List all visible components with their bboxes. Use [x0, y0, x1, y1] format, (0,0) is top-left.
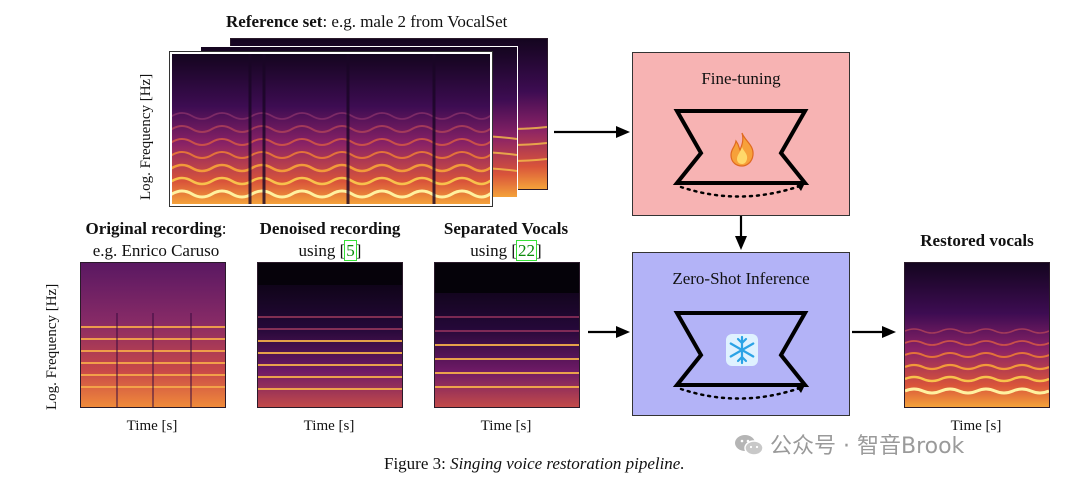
arrow-finetuning-to-inference [735, 216, 747, 250]
restored-spectrogram [904, 262, 1050, 408]
reference-set-title-rest: : e.g. male 2 from VocalSet [322, 12, 508, 31]
finetuning-model-shape [672, 109, 810, 198]
fire-icon [730, 132, 754, 167]
reference-set-title: Reference set: e.g. male 2 from VocalSet [226, 12, 507, 32]
restored-title: Restored vocals [920, 231, 1034, 250]
separated-using: using [ [470, 241, 518, 260]
denoised-spectrogram-image [258, 263, 402, 407]
original-title-colon: : [221, 219, 227, 238]
figure-caption: Figure 3: Singing voice restoration pipe… [384, 454, 685, 474]
reference-set-title-bold: Reference set [226, 12, 323, 31]
denoised-close-bracket: ] [355, 241, 362, 260]
figure-caption-text: Singing voice restoration pipeline. [450, 454, 685, 473]
reference-spectrogram-front [169, 51, 493, 207]
denoised-xlabel: Time [s] [303, 418, 355, 434]
separated-citation-link[interactable]: 22 [516, 240, 538, 261]
wechat-icon [734, 433, 764, 457]
original-spectrogram [80, 262, 226, 408]
reference-spectrogram-front-image [172, 54, 490, 204]
denoised-spectrogram [257, 262, 403, 408]
original-recording-caption: Original recording: e.g. Enrico Caruso [66, 218, 246, 262]
inference-model-shape [672, 311, 810, 400]
separated-vocals-caption: Separated Vocals using [22] [424, 218, 588, 262]
original-subtitle: e.g. Enrico Caruso [92, 241, 220, 260]
denoised-recording-caption: Denoised recording using [5] [244, 218, 416, 262]
original-title: Original recording [85, 219, 222, 238]
inference-box: Zero-Shot Inference [632, 252, 850, 416]
separated-xlabel: Time [s] [480, 418, 532, 434]
denoised-title: Denoised recording [259, 219, 401, 238]
separated-spectrogram-image [435, 263, 579, 407]
finetuning-label: Fine-tuning [701, 69, 781, 88]
arrow-inputs-to-inference [588, 326, 630, 338]
arrow-reference-to-finetuning [554, 126, 630, 138]
denoised-citation-link[interactable]: 5 [344, 240, 357, 261]
restored-spectrogram-image [905, 263, 1049, 407]
inputs-ylabel: Log. Frequency [Hz] [44, 283, 60, 410]
inference-label: Zero-Shot Inference [672, 269, 810, 288]
finetuning-box: Fine-tuning [632, 52, 850, 216]
original-xlabel: Time [s] [126, 418, 178, 434]
figure-caption-prefix: Figure 3: [384, 454, 451, 473]
separated-title: Separated Vocals [443, 219, 569, 238]
snowflake-icon [726, 334, 758, 366]
restored-xlabel: Time [s] [950, 418, 1002, 434]
original-spectrogram-image [81, 263, 225, 407]
denoised-using: using [ [298, 241, 346, 260]
reference-ylabel: Log. Frequency [Hz] [138, 73, 154, 200]
watermark: 公众号 · 智音Brook [734, 428, 964, 460]
separated-close-bracket: ] [536, 241, 542, 260]
arrow-inference-to-restored [852, 326, 896, 338]
separated-spectrogram [434, 262, 580, 408]
watermark-text: 公众号 · 智音Brook [770, 434, 965, 459]
